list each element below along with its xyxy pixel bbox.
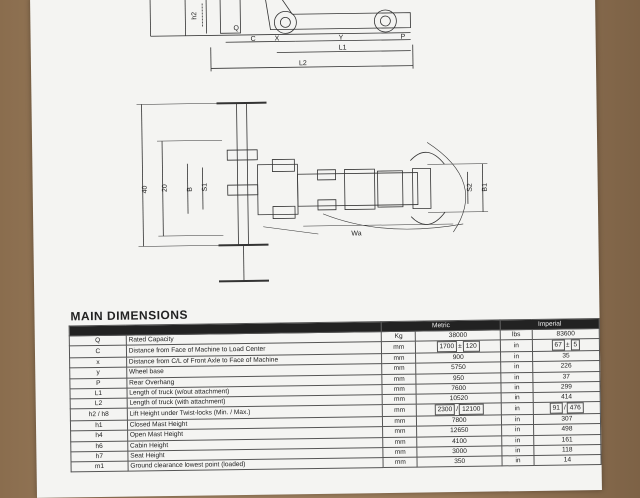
label-c: C <box>251 36 256 43</box>
row-symbol: m1 <box>71 461 128 472</box>
label-p: P <box>401 34 406 41</box>
row-metric-unit: mm <box>382 374 416 385</box>
row-imperial-unit: in <box>502 445 534 456</box>
row-imperial-unit: in <box>501 372 533 383</box>
metric-value-part: / <box>456 406 458 413</box>
row-metric-unit: mm <box>383 404 417 416</box>
row-metric-unit: mm <box>383 457 417 468</box>
imperial-value-part: ± <box>566 342 570 349</box>
imperial-value-part: 5 <box>570 339 580 350</box>
side-view: h2 Q C X Y P L1 L2 <box>150 0 413 72</box>
row-metric-unit: mm <box>383 447 417 458</box>
label-wa: Wa <box>351 230 361 237</box>
row-symbol: C <box>69 345 126 358</box>
label-l2: L2 <box>299 60 307 67</box>
row-imperial-unit: in <box>502 435 534 446</box>
metric-value-part: 1700 <box>436 341 457 352</box>
label-s2: S2 <box>467 183 474 192</box>
label-h2: h2 <box>191 12 198 20</box>
label-s1: S1 <box>202 183 209 192</box>
top-view: 40 20 B S1 S2 B1 <box>137 100 490 283</box>
row-metric-unit: mm <box>382 384 416 395</box>
label-20: 20 <box>162 184 169 192</box>
row-metric-unit: mm <box>383 416 417 427</box>
spec-sheet-page: h2 Q C X Y P L1 L2 <box>30 0 602 498</box>
imperial-value-part: 91 <box>550 403 563 414</box>
row-imperial-unit: in <box>502 415 534 426</box>
label-q: Q <box>233 25 239 32</box>
row-metric-unit: mm <box>382 341 416 353</box>
row-metric-unit: mm <box>383 394 417 405</box>
row-imperial-unit: in <box>501 352 533 363</box>
label-l1: L1 <box>339 45 347 52</box>
row-metric-unit: mm <box>383 426 417 437</box>
row-imperial-unit: in <box>502 425 534 436</box>
label-b: B <box>187 187 194 192</box>
machine-drawing: h2 Q C X Y P L1 L2 <box>30 0 599 303</box>
row-metric-unit: mm <box>382 363 416 374</box>
row-imperial-unit: in <box>501 403 533 415</box>
label-40: 40 <box>142 185 149 193</box>
row-imperial-unit: in <box>502 455 534 466</box>
label-x: X <box>275 35 280 42</box>
label-b1: B1 <box>482 183 489 192</box>
imperial-value-part: 476 <box>567 402 584 413</box>
row-imperial-value: 91/476 <box>533 402 600 415</box>
row-imperial-unit: in <box>501 382 533 393</box>
metric-value-part: 120 <box>463 341 480 352</box>
row-metric-unit: mm <box>383 437 417 448</box>
row-imperial-unit: lbs <box>500 329 532 340</box>
label-y: Y <box>339 35 344 42</box>
imperial-value-part: 67 <box>551 340 564 351</box>
row-imperial-unit: in <box>501 362 533 373</box>
row-imperial-value: 67±5 <box>532 339 599 352</box>
row-imperial-unit: in <box>501 392 533 403</box>
row-metric-unit: Kg <box>382 331 416 342</box>
row-imperial-value: 14 <box>534 454 601 465</box>
metric-value-part: 2300 <box>434 404 455 415</box>
row-description: Ground clearance lowest point (loaded) <box>128 457 384 471</box>
section-title: MAIN DIMENSIONS <box>70 308 188 324</box>
row-metric-unit: mm <box>382 353 416 364</box>
imperial-value-part: / <box>564 405 566 412</box>
row-metric-value: 350 <box>417 456 502 467</box>
row-imperial-unit: in <box>500 340 532 352</box>
metric-value-part: ± <box>458 343 462 350</box>
metric-value-part: 12100 <box>459 404 483 415</box>
row-symbol: h2 / h8 <box>70 408 127 421</box>
